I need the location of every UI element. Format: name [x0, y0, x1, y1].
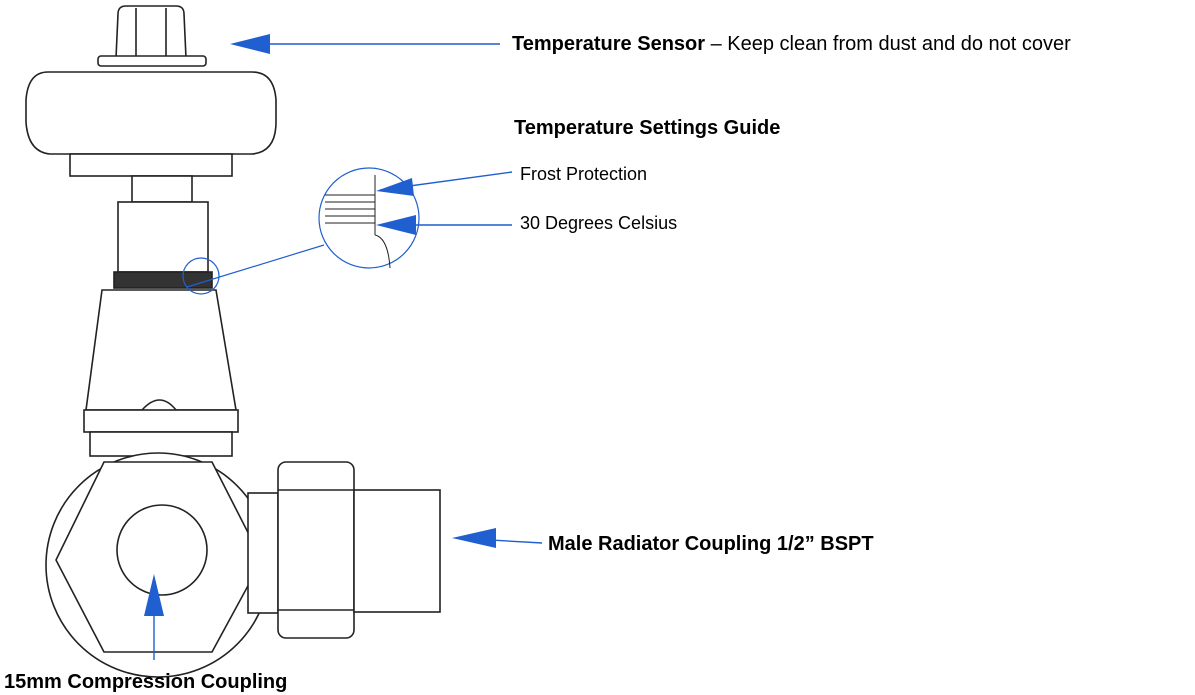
settings-guide-magnifier [182, 167, 420, 295]
thirty-degrees-label: 30 Degrees Celsius [520, 213, 678, 233]
sensor-arrow [230, 34, 500, 54]
settings-guide-title: Temperature Settings Guide [514, 117, 781, 139]
male-coupling-label: Male Radiator Coupling 1/2” BSPT [548, 533, 874, 555]
sensor-title: Temperature Sensor [512, 33, 706, 55]
arrows [144, 34, 543, 660]
valve-drawing [25, 5, 441, 678]
thirty-arrow [376, 215, 512, 235]
neck [113, 175, 213, 289]
valve-body [83, 289, 239, 457]
thread-band [113, 271, 213, 289]
compression-arrow [144, 574, 164, 660]
frost-arrow [376, 171, 513, 196]
guide-scale [325, 175, 391, 269]
side-coupling [247, 461, 441, 639]
male-coupling-arrow [452, 528, 543, 548]
frost-protection-label: Frost Protection [520, 164, 648, 184]
temperature-sensor-label: Temperature Sensor – Keep clean from dus… [512, 33, 1071, 56]
elbow [45, 452, 271, 678]
sensor-note: – Keep clean from dust and do not cover [705, 33, 1071, 55]
sensor-cap [97, 5, 207, 67]
thermostatic-head [25, 71, 277, 177]
compression-coupling-label: 15mm Compression Coupling [4, 671, 288, 693]
